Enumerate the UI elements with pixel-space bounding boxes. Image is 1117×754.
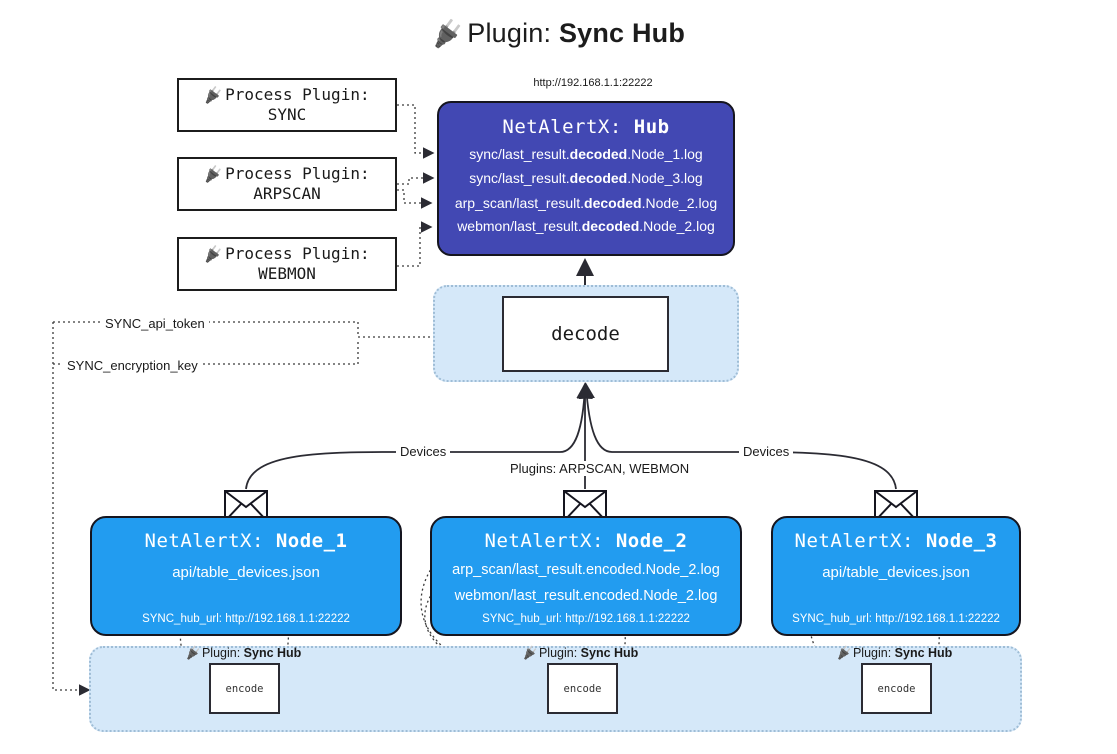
node-title-name: Node_1: [275, 530, 348, 552]
plugin-label-name: Sync Hub: [894, 646, 953, 660]
logline-bold: decoded: [569, 170, 628, 186]
plug-icon: 🔌: [203, 163, 225, 184]
hub-title: NetAlertX: Hub: [439, 116, 733, 138]
page-title: 🔌Plugin: Sync Hub: [0, 17, 1117, 51]
page-title-prefix: Plugin:: [467, 18, 552, 48]
encode-box-2[interactable]: encode: [547, 663, 618, 714]
node-title: NetAlertX: Node_2: [432, 530, 740, 552]
plugin-label-2: 🔌Plugin: Sync Hub: [522, 645, 639, 661]
plug-icon: 🔌: [522, 645, 539, 661]
plug-icon: 🔌: [203, 84, 225, 105]
logline-pre: webmon/last_result.: [457, 218, 582, 234]
label-devices-right: Devices: [739, 444, 794, 459]
decode-box[interactable]: decode: [502, 296, 669, 372]
hub-logline: arp_scan/last_result.decoded.Node_2.log: [439, 195, 733, 211]
logline-pre: sync/last_result.: [469, 146, 570, 162]
node-hub-url: SYNC_hub_url: http://192.168.1.1:22222: [142, 613, 350, 625]
hub-title-prefix: NetAlertX:: [502, 116, 622, 138]
node-title: NetAlertX: Node_3: [773, 530, 1019, 552]
plugin-label-prefix: Plugin:: [538, 646, 578, 660]
node-hub-url: SYNC_hub_url: http://192.168.1.1:22222: [792, 613, 1000, 625]
plug-icon: 🔌: [836, 645, 853, 661]
logline-post: .Node_1.log: [627, 146, 703, 162]
process-plugin-arpscan[interactable]: 🔌Process Plugin: ARPSCAN: [177, 157, 397, 211]
logline-post: .Node_3.log: [627, 170, 703, 186]
node-title-name: Node_3: [925, 530, 998, 552]
logline-bold: decoded: [584, 195, 642, 211]
node-title-prefix: NetAlertX:: [484, 530, 604, 552]
label-sync-encryption-key: SYNC_encryption_key: [63, 358, 202, 373]
node-1[interactable]: NetAlertX: Node_1 api/table_devices.json…: [90, 516, 402, 636]
label-plugins-center: Plugins: ARPSCAN, WEBMON: [506, 461, 694, 476]
logline-post: .Node_2.log: [641, 195, 718, 211]
node-title: NetAlertX: Node_1: [92, 530, 400, 552]
node-2[interactable]: NetAlertX: Node_2 arp_scan/last_result.e…: [430, 516, 742, 636]
logline-post: .Node_2.log: [639, 218, 715, 234]
process-plugin-name: ARPSCAN: [253, 184, 321, 203]
plugin-label-prefix: Plugin:: [201, 646, 241, 660]
plug-icon: 🔌: [430, 17, 465, 51]
node-3[interactable]: NetAlertX: Node_3 api/table_devices.json…: [771, 516, 1021, 636]
plug-icon: 🔌: [185, 645, 202, 661]
node-resource: api/table_devices.json: [822, 564, 970, 581]
encode-box-3[interactable]: encode: [861, 663, 932, 714]
plugin-label-prefix: Plugin:: [852, 646, 892, 660]
plugin-label-3: 🔌Plugin: Sync Hub: [836, 645, 953, 661]
plugin-label-name: Sync Hub: [580, 646, 639, 660]
process-plugin-sync[interactable]: 🔌Process Plugin: SYNC: [177, 78, 397, 132]
label-sync-api-token: SYNC_api_token: [101, 316, 209, 331]
hub-logline: sync/last_result.decoded.Node_1.log: [439, 146, 733, 162]
node-resource: arp_scan/last_result.encoded.Node_2.log: [452, 562, 720, 578]
node-resource: webmon/last_result.encoded.Node_2.log: [454, 588, 718, 604]
node-title-prefix: NetAlertX:: [144, 530, 264, 552]
hub-title-name: Hub: [633, 116, 670, 138]
logline-pre: sync/last_result.: [469, 170, 570, 186]
process-plugin-label: Process Plugin:: [225, 244, 370, 263]
logline-bold: decoded: [569, 146, 628, 162]
plug-icon: 🔌: [203, 243, 225, 264]
process-plugin-label: Process Plugin:: [225, 164, 370, 183]
logline-pre: arp_scan/last_result.: [454, 195, 585, 211]
hub-node[interactable]: NetAlertX: Hub sync/last_result.decoded.…: [437, 101, 735, 256]
process-plugin-name: SYNC: [267, 105, 307, 124]
node-hub-url: SYNC_hub_url: http://192.168.1.1:22222: [482, 613, 690, 625]
plugin-label-name: Sync Hub: [243, 646, 302, 660]
hub-logline: webmon/last_result.decoded.Node_2.log: [439, 218, 733, 234]
process-plugin-label: Process Plugin:: [225, 85, 370, 104]
hub-url-label: http://192.168.1.1:22222: [533, 77, 653, 89]
encode-box-1[interactable]: encode: [209, 663, 280, 714]
node-resource: api/table_devices.json: [172, 564, 320, 581]
hub-logline: sync/last_result.decoded.Node_3.log: [439, 170, 733, 186]
label-devices-left: Devices: [396, 444, 451, 459]
plugin-label-1: 🔌Plugin: Sync Hub: [185, 645, 302, 661]
page-title-name: Sync Hub: [558, 18, 686, 48]
logline-bold: decoded: [581, 218, 640, 234]
process-plugin-name: WEBMON: [258, 264, 316, 283]
process-plugin-webmon[interactable]: 🔌Process Plugin: WEBMON: [177, 237, 397, 291]
node-title-name: Node_2: [615, 530, 688, 552]
node-title-prefix: NetAlertX:: [794, 530, 914, 552]
